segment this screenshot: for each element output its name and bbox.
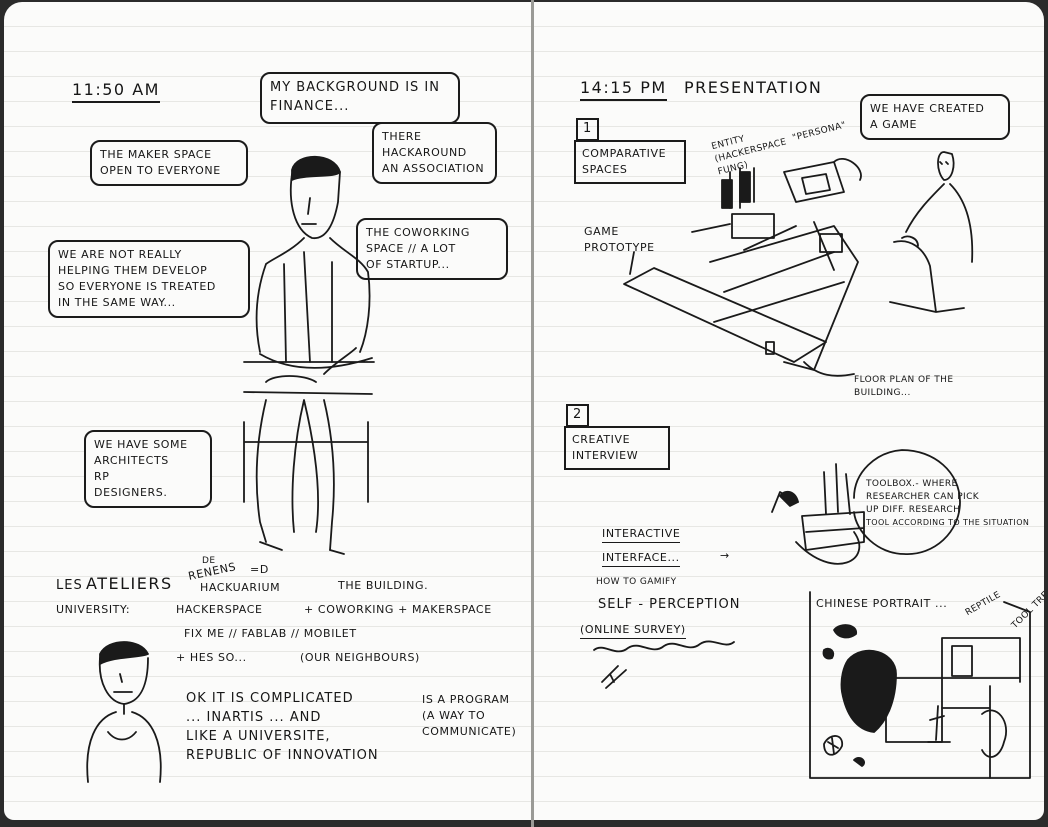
ateliers-hackerspace: Hackerspace: [176, 603, 263, 616]
bubble-architects: We have some architects RP designers.: [84, 430, 212, 508]
bubble-line: My background is in: [270, 80, 440, 95]
ateliers-arrow: =D: [250, 563, 269, 576]
bubble-association: There hackaround an association: [372, 122, 497, 184]
note-line: ... Inartis ... and: [186, 709, 322, 725]
program-note: is a program (a way to communicate): [422, 692, 516, 740]
persona-label: "Persona": [791, 120, 848, 144]
bubble-line: so everyone is treated: [58, 279, 216, 293]
note-line: like a universite,: [186, 728, 331, 744]
bubble-line: finance...: [270, 98, 350, 114]
ateliers-neighbours: (our neighbours): [300, 651, 420, 664]
bubble-line: hackaround: [382, 145, 467, 159]
note-line: tool according to the situation: [866, 518, 1030, 528]
note-line: Ok it is complicated: [186, 691, 354, 706]
section1-number: 1: [576, 118, 600, 141]
bubble-line: RP: [94, 469, 110, 483]
bubble-line: space // a lot: [366, 241, 456, 255]
ateliers-hackuarium: Hackuarium: [200, 581, 281, 594]
complicated-note: Ok it is complicated ... Inartis ... and…: [186, 690, 379, 765]
portrait-label-tooltree: Tool tree: [1010, 585, 1044, 631]
portrait-label-reptile: Reptile: [963, 589, 1003, 619]
ateliers-title: Ateliers: [86, 574, 173, 593]
left-page: 11:50 AM My background is in finance... …: [4, 2, 531, 820]
label-line: Game: [584, 225, 619, 238]
right-time-heading: 14:15 PM: [580, 76, 667, 102]
ateliers-hes: + HES SO...: [176, 651, 247, 664]
book-gutter: [531, 0, 534, 827]
label-line: Floor plan of the: [854, 375, 954, 385]
section2-title: Creative: [572, 433, 631, 446]
bubble-line: helping them develop: [58, 263, 208, 277]
note-line: is a program: [422, 693, 510, 706]
note-line: researcher can pick: [866, 492, 980, 503]
interactive-line: Interactive: [602, 526, 681, 543]
floor-plan-label: Floor plan of the building...: [854, 374, 953, 400]
bubble-line: We have created: [870, 102, 985, 115]
bubble-line: The maker space: [100, 148, 212, 161]
interface-arrow: →: [720, 549, 730, 562]
online-survey-line: (Online survey): [580, 622, 686, 639]
section2-title: interview: [572, 448, 639, 462]
bubble-makerspace: The maker space open to everyone: [90, 140, 248, 186]
ateliers-de: de: [202, 556, 216, 566]
bubble-line: in the same way...: [58, 295, 176, 309]
bubble-line: open to everyone: [100, 163, 221, 177]
bubble-helping: We are not really helping them develop s…: [48, 240, 250, 318]
section1-box: Comparative spaces: [574, 140, 686, 184]
bubble-line: The coworking: [366, 226, 470, 239]
section2-number: 2: [566, 404, 590, 427]
bubble-created-game: We have created a game: [860, 94, 1010, 140]
entity-label: Entity (hackerspace fung): [710, 124, 791, 180]
gamify-line: How to gamify: [596, 577, 677, 587]
note-line: (a way to: [422, 708, 486, 722]
bubble-coworking: The coworking space // a lot of startup.…: [356, 218, 508, 280]
self-perception-line: Self - perception: [598, 597, 741, 612]
ateliers-fixme: Fix me // Fablab // Mobilet: [184, 627, 357, 640]
section1-title: spaces: [582, 162, 628, 176]
bubble-line: of startup...: [366, 257, 450, 271]
bubble-line: an association: [382, 161, 485, 175]
note-line: up diff. research: [866, 505, 961, 516]
label-line: building...: [854, 388, 911, 399]
game-prototype-label: Game prototype: [584, 224, 655, 256]
toolbox-note: Toolbox.- where researcher can pick up d…: [866, 478, 1029, 529]
left-time-heading: 11:50 AM: [72, 78, 160, 104]
presentation-heading: Presentation: [684, 78, 823, 97]
bubble-line: architects: [94, 453, 169, 467]
bubble-line: There: [382, 130, 422, 143]
section1-title: Comparative: [582, 147, 667, 160]
note-line: republic of innovation: [186, 747, 379, 763]
bubble-line: We are not really: [58, 248, 182, 261]
bubble-line: designers.: [94, 485, 168, 499]
ateliers-les: Les: [56, 578, 83, 593]
section2-box: Creative interview: [564, 426, 670, 470]
bubble-line: We have some: [94, 438, 188, 451]
ateliers-university: University:: [56, 603, 131, 616]
note-line: communicate): [422, 724, 517, 738]
label-line: prototype: [584, 240, 655, 254]
note-line: Toolbox.- where: [866, 479, 958, 489]
interface-line: interface...: [602, 550, 680, 567]
bubble-line: a game: [870, 117, 918, 131]
ateliers-coworking: + coworking + makerspace: [304, 603, 492, 616]
bubble-background-finance: My background is in finance...: [260, 72, 460, 124]
chinese-portrait-title: Chinese portrait ...: [816, 597, 948, 610]
right-page: 14:15 PM Presentation 1 Comparative spac…: [534, 2, 1044, 820]
ateliers-building: the building.: [338, 579, 429, 592]
